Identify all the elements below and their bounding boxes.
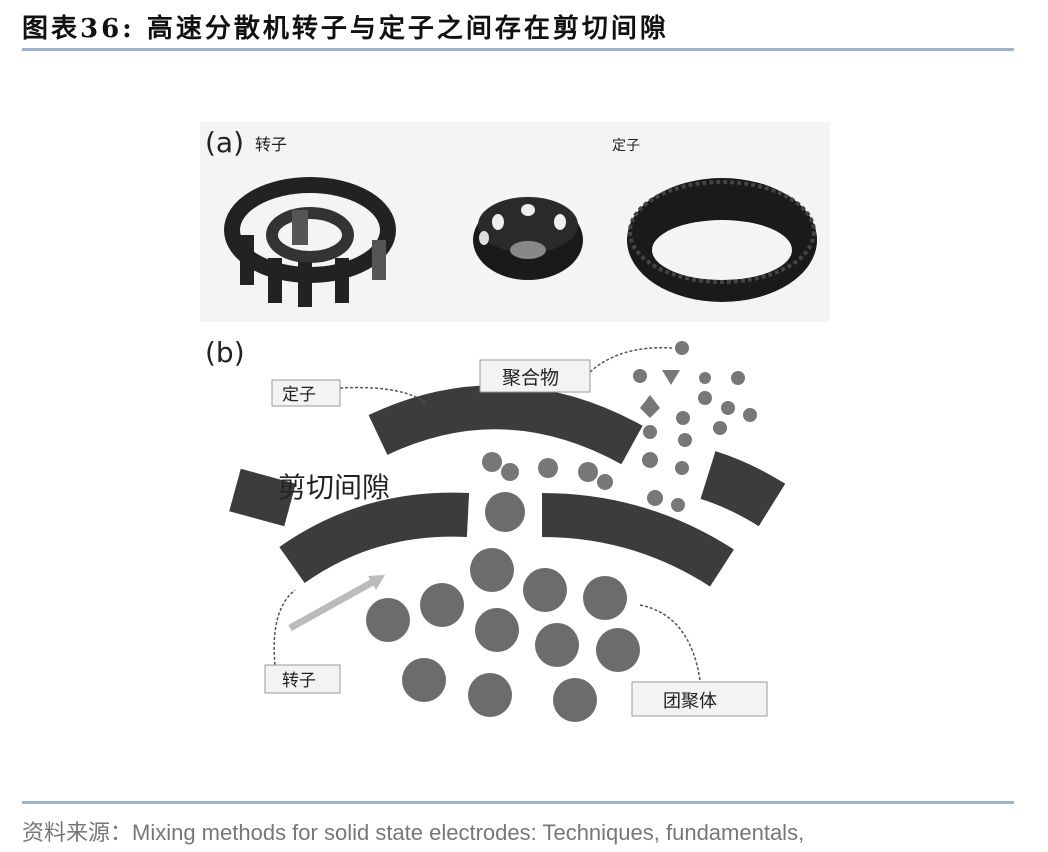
callout-arrows <box>273 346 701 681</box>
svg-text:团聚体: 团聚体 <box>663 691 717 712</box>
label-polymer-callout: 聚合物 <box>479 359 591 393</box>
label-shear-gap: 剪切间隙 <box>278 471 390 504</box>
label-agglomerate-callout: 团聚体 <box>631 681 768 717</box>
agglomerates <box>366 492 640 722</box>
stator-small-3d-image <box>473 197 583 280</box>
svg-text:转子: 转子 <box>282 671 316 691</box>
stator-large-3d-image <box>627 178 817 302</box>
rotor-3d-image <box>224 177 396 307</box>
stator-arc <box>229 385 786 527</box>
rotation-arrowhead <box>368 575 385 590</box>
svg-text:定子: 定子 <box>282 385 316 405</box>
rotor-arc <box>279 492 734 587</box>
figure-title: 图表36: 高速分散机转子与定子之间存在剪切间隙 <box>22 14 669 44</box>
panel-a-rotor-label: 转子 <box>255 135 287 154</box>
svg-text:聚合物: 聚合物 <box>502 367 559 389</box>
panel-a-tag: (a) <box>205 126 244 159</box>
rotation-arrow <box>288 574 382 632</box>
panel-b-tag: (b) <box>205 336 245 369</box>
source-note: 资料来源：Mixing methods for solid state elec… <box>22 820 805 845</box>
panel-a-stator-label: 定子 <box>612 138 640 154</box>
source-divider <box>22 801 1014 804</box>
label-stator-callout: 定子 <box>271 379 341 407</box>
polymer-particles <box>482 341 757 512</box>
title-divider <box>22 48 1014 51</box>
label-rotor-callout: 转子 <box>264 664 341 694</box>
